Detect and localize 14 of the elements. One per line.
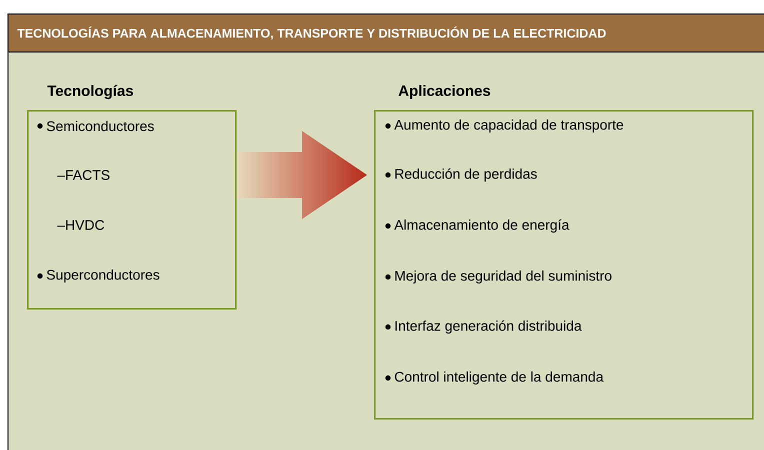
list-heading: Aplicaciones [398,85,490,99]
list-item: Control inteligente de la demanda [385,371,604,385]
list-item: Reducción de perdidas [385,168,537,182]
list-heading: Tecnologías [47,84,133,100]
list-item: Interfaz generación distribuida [385,320,582,334]
list-item: Almacenamiento de energía [385,219,570,233]
list-item: Mejora de seguridad del suministro [385,270,612,284]
arrow [236,131,367,219]
list-item: –HVDC [57,220,104,230]
list-item: Semiconductores [37,120,154,132]
list-item: Superconductores [37,269,160,283]
list-item: Aumento de capacidad de transporte [385,119,624,133]
title-band: TECNOLOGÍAS PARA ALMACENAMIENTO, TRANSPORTE Y DISTRIBUCIÓN DE LA ELECTRICIDAD [8,14,764,52]
list-item: –FACTS [57,170,110,180]
